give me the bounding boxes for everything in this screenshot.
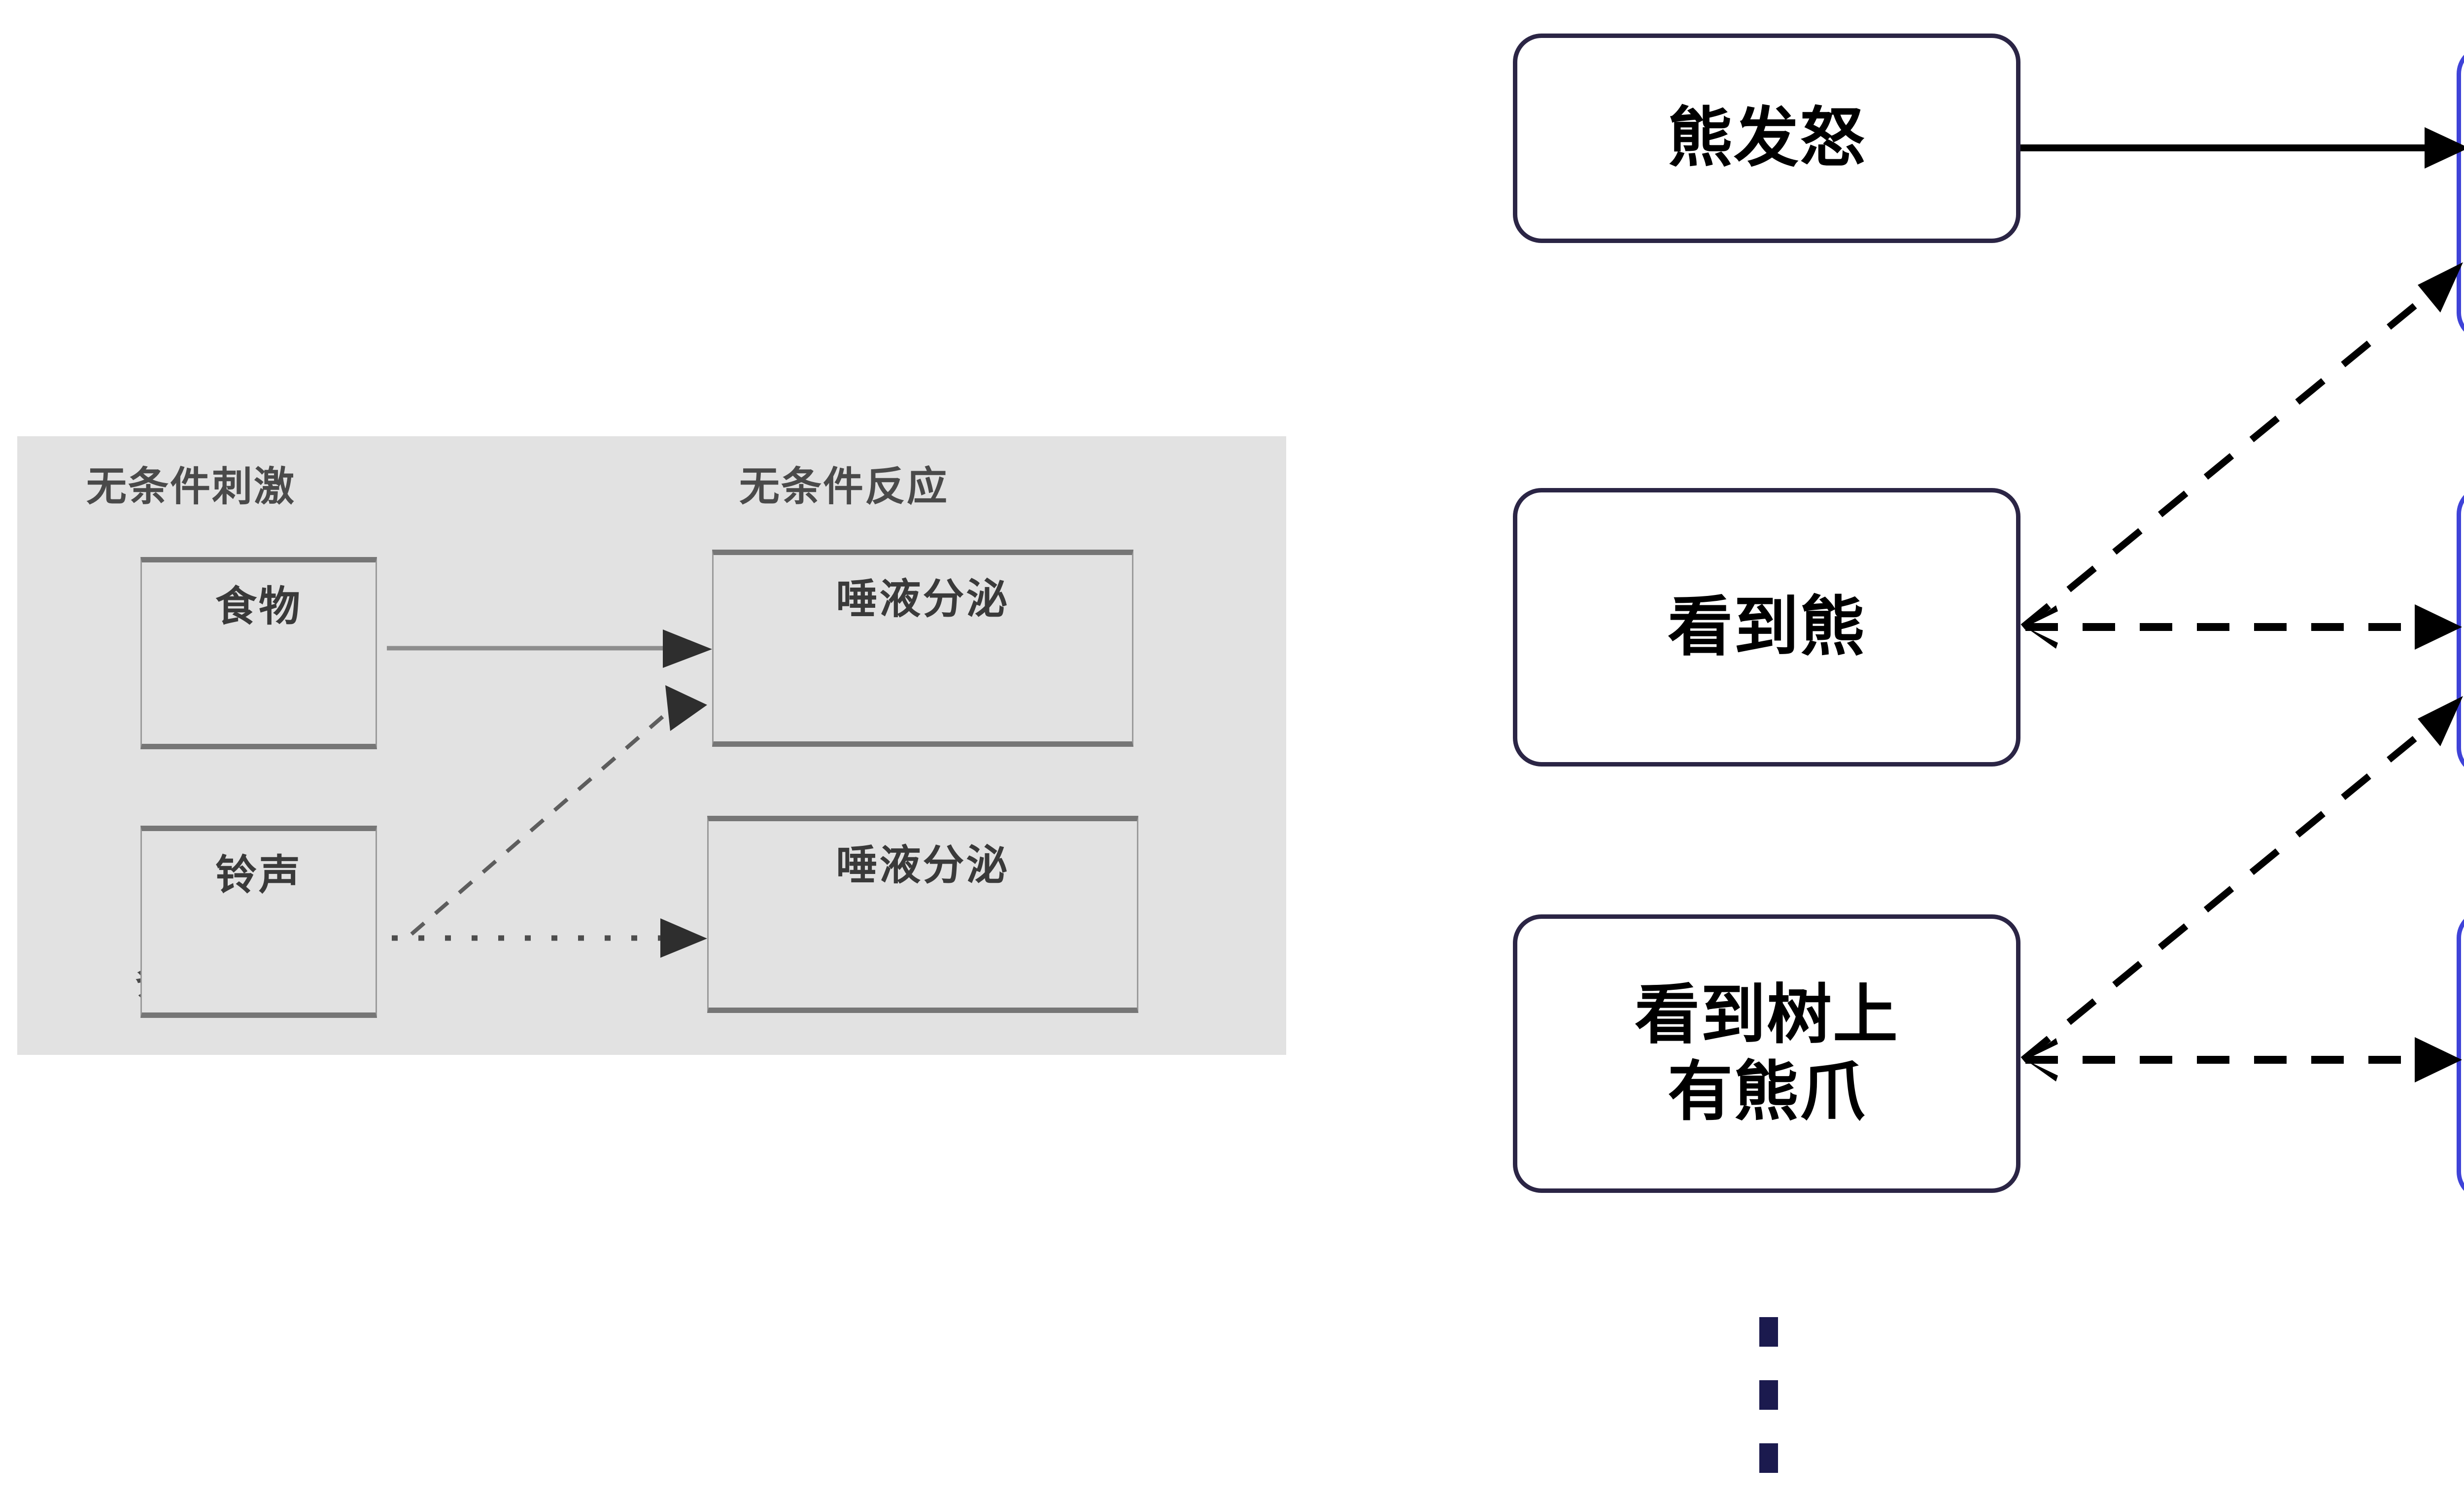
box-salivation-bottom: 唾液分泌 [707, 816, 1138, 1013]
box-bell: 铃声 [140, 826, 377, 1018]
box-food: 食物 [140, 557, 377, 749]
ellipsis-dot-left-1 [1759, 1317, 1778, 1347]
ellipsis-dot-left-3 [1759, 1443, 1778, 1473]
rl-box-see-claw: 看到树上 有熊爪 [1513, 914, 2020, 1193]
edge-see-bear-to-reward [2020, 262, 2463, 630]
classical-conditioning-panel: 无条件刺激 无条件反应 条件刺激 条件反应 食物 铃声 唾液分泌 唾液分泌 [17, 436, 1286, 1055]
box-food-label: 食物 [215, 582, 302, 630]
arrow-bell-to-salivation-top [410, 685, 707, 936]
arrow-bell-to-salivation-bottom [392, 918, 707, 958]
edge-see-bear-to-v-s-prime [2025, 604, 2462, 650]
caption-unconditioned-stimulus: 无条件刺激 [86, 463, 296, 510]
caption-unconditioned-response: 无条件反应 [739, 463, 949, 510]
rl-box-anger-label: 熊发怒 [1668, 100, 1866, 176]
classical-conditioning-arrows [387, 629, 712, 958]
ellipsis-dot-left-2 [1759, 1380, 1778, 1410]
rl-box-see-bear-label: 看到熊 [1668, 589, 1866, 665]
rl-box-see-claw-label: 看到树上 有熊爪 [1635, 976, 1899, 1130]
box-salivation-top: 唾液分泌 [712, 550, 1133, 747]
arrow-food-to-salivation [387, 629, 712, 668]
edge-see-claw-to-v-s-prime [2020, 696, 2463, 1063]
box-salivation-top-label: 唾液分泌 [836, 575, 1010, 623]
edge-see-claw-to-v-s [2025, 1037, 2462, 1082]
box-salivation-bottom-label: 唾液分泌 [836, 841, 1010, 889]
edge-anger-to-reward [2020, 127, 2464, 169]
rl-box-anger: 熊发怒 [1513, 34, 2020, 243]
rl-box-v-s: V(s) [2457, 909, 2464, 1200]
rl-box-reward: 奖励 [2457, 45, 2464, 341]
rl-box-v-s-prime: V(s′) [2457, 486, 2464, 776]
box-bell-label: 铃声 [215, 851, 302, 899]
rl-box-see-bear: 看到熊 [1513, 488, 2020, 767]
